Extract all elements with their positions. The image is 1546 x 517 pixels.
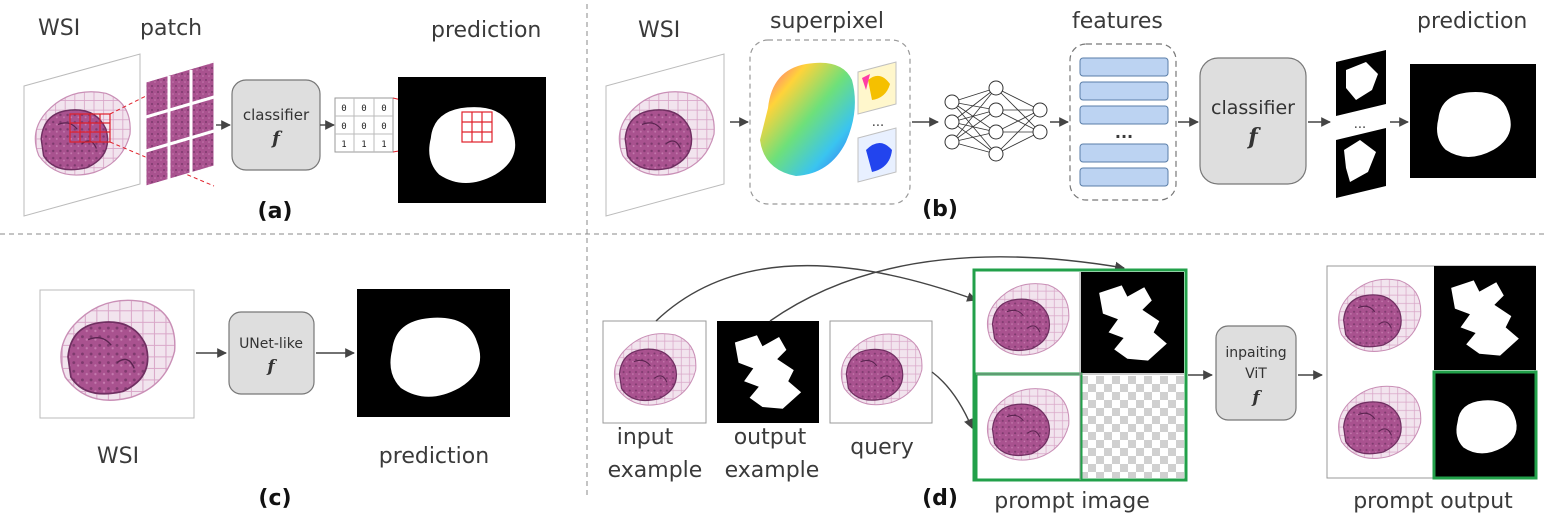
panel-d-query-label: query (850, 435, 914, 460)
panel-b-features-label: features (1072, 9, 1163, 34)
panel-b-neural-network (944, 80, 1048, 162)
panel-a: WSI patch prediction (23, 16, 546, 224)
panel-d-label: (d) (922, 486, 958, 511)
panel-d-prompt-output (1326, 265, 1538, 480)
panel-d-prompt-image (972, 268, 1188, 482)
panel-d-input-example-label-1: input (617, 425, 674, 450)
superpixel-map (760, 62, 855, 176)
panel-d-model-box: inpaiting ViT f (1215, 325, 1297, 421)
panel-a-classifier-label: classifier (243, 106, 310, 124)
panel-b-superpixel-box: ... (749, 39, 911, 205)
panel-b-segment-masks: ... (1336, 50, 1386, 198)
panel-d-curved-arrows (655, 256, 1125, 429)
panel-c-prediction-mask (357, 289, 510, 417)
panel-d-output-example-label-1: output (734, 425, 807, 450)
feature-vector (1079, 167, 1169, 187)
features-ellipsis: ... (1115, 123, 1133, 142)
matrix-cell: 0 (361, 104, 366, 114)
matrix-cell: 1 (381, 140, 386, 150)
panel-d-model-label-2: ViT (1245, 366, 1267, 382)
feature-vector (1079, 105, 1169, 125)
panel-d-model-label-1: inpaiting (1225, 345, 1286, 361)
panel-a-patch-grid (69, 113, 111, 143)
feature-vector (1079, 57, 1169, 77)
panel-a-label: (a) (258, 199, 293, 224)
panel-a-wsi-label: WSI (38, 16, 80, 41)
matrix-cell: 1 (361, 140, 366, 150)
panel-c-wsi-image (39, 289, 195, 419)
panel-b-features-box: ... (1069, 43, 1177, 201)
panel-c-prediction-label: prediction (379, 444, 489, 469)
panel-b-classifier-f: f (1246, 124, 1261, 150)
matrix-cell: 0 (381, 104, 386, 114)
feature-vector (1079, 81, 1169, 101)
panel-c-label: (c) (258, 486, 291, 511)
panel-d-prompt-output-label: prompt output (1353, 489, 1513, 514)
panel-b-prediction-label: prediction (1417, 9, 1527, 34)
panel-c-model-f: f (266, 357, 277, 377)
matrix-cell: 0 (341, 104, 346, 114)
segment-masks-ellipsis: ... (1354, 117, 1366, 132)
superpixel-segment-stack-top (857, 61, 897, 115)
matrix-cell: 0 (341, 122, 346, 132)
panel-b-classifier-label: classifier (1211, 97, 1295, 119)
superpixel-ellipsis: ... (872, 115, 884, 130)
panel-b-superpixel-label: superpixel (770, 9, 884, 34)
panel-a-prediction-label: prediction (431, 18, 541, 43)
panel-c-wsi-label: WSI (97, 444, 139, 469)
panel-d: input example output example query (602, 256, 1538, 514)
panel-b-prediction-mask (1410, 64, 1536, 178)
panel-c: UNet-like f WSI prediction (c) (39, 289, 510, 511)
panel-b-label: (b) (922, 197, 958, 222)
panel-a-classifier-box: classifier f (231, 79, 321, 171)
matrix-cell: 0 (361, 122, 366, 132)
matrix-cell: 0 (381, 122, 386, 132)
panel-d-input-example-image (602, 320, 707, 424)
panel-b-wsi-slide (605, 53, 725, 217)
panel-a-label-matrix: 0 0 0 0 0 0 1 1 1 (334, 97, 394, 153)
panel-a-patch-stack (145, 61, 215, 187)
nn-edges (951, 87, 1041, 155)
feature-vector (1079, 143, 1169, 163)
panel-b-classifier-box: classifier f (1199, 57, 1307, 185)
panel-b-wsi-label: WSI (638, 18, 680, 43)
panel-b: WSI superpixel features prediction ... (605, 9, 1536, 222)
panel-c-model-box: UNet-like f (228, 311, 315, 395)
superpixel-segment-stack-bottom (857, 127, 897, 183)
panel-c-model-label: UNet-like (239, 336, 303, 352)
panel-d-prompt-image-label: prompt image (994, 489, 1150, 514)
panel-d-query-image (829, 320, 933, 424)
panel-a-patch-label: patch (140, 16, 202, 41)
panel-d-output-example-image (717, 321, 819, 423)
matrix-cell: 1 (341, 140, 346, 150)
panel-a-prediction-mask (398, 77, 546, 203)
panel-a-wsi-slide (23, 53, 141, 217)
panel-d-input-example-label-2: example (608, 458, 703, 483)
panel-d-model-f: f (1251, 388, 1262, 408)
panel-d-output-example-label-2: example (725, 458, 820, 483)
